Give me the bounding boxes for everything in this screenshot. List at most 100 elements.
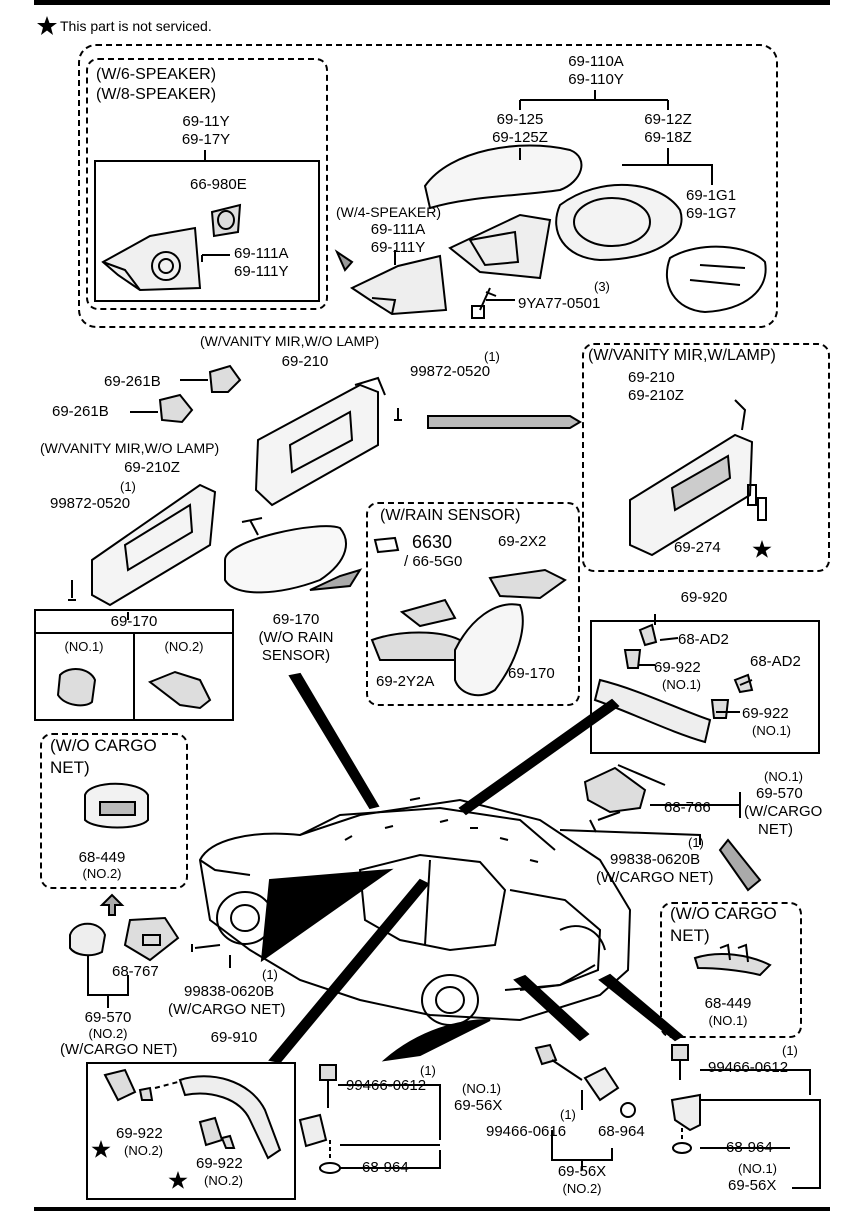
part-69-210-b: 69-210 xyxy=(628,369,675,386)
part-69-922-d: 69-922 xyxy=(196,1155,243,1172)
cargo-hook-no2-drawing xyxy=(84,782,149,829)
no1-56x-c: (NO.1) xyxy=(738,1161,777,1176)
mirror-screw-drawing xyxy=(471,287,497,319)
label-wcargo-d: (W/CARGO NET) xyxy=(60,1041,178,1058)
part-68-964-a: 68-964 xyxy=(362,1159,409,1176)
part-68-AD2-a: 68-AD2 xyxy=(678,631,729,648)
part-69-1G7: 69-1G7 xyxy=(686,205,737,222)
part-99466-0612-c: 99466-0612 xyxy=(708,1059,789,1076)
box-no2: (NO.2) xyxy=(164,639,204,654)
wide-arrow-1 xyxy=(427,415,582,429)
speaker-group-box xyxy=(86,58,328,310)
arrow-hatch-2 xyxy=(309,568,363,591)
part-69-11Y: 69-11Y xyxy=(182,113,230,130)
group-label-w4: (W/4-SPEAKER) xyxy=(336,204,442,220)
qty-1-d: (1) xyxy=(262,967,278,982)
leader-wedge-5 xyxy=(381,1019,491,1062)
part-69-110Y: 69-110Y xyxy=(568,71,624,88)
part-69-570-a: 69-570 xyxy=(756,785,803,802)
part-68-449-a: 68-449 xyxy=(78,849,126,866)
bottom-border xyxy=(34,1207,830,1211)
cargo-lamp-767-drawing xyxy=(69,916,221,962)
part-69-111Y-a: 69-111Y xyxy=(234,263,289,280)
visor-clip-drawings xyxy=(130,364,242,424)
qty-1-b: (1) xyxy=(120,479,136,494)
label-wo-cargo-2b: NET) xyxy=(670,926,710,945)
part-69-125Z: 69-125Z xyxy=(492,129,548,146)
wo-cargo-net-box-2 xyxy=(660,902,802,1038)
rain-sensor-drawing xyxy=(370,536,567,697)
group-label-vanity-w-lamp: (W/VANITY MIR,W/LAMP) xyxy=(588,347,776,364)
part-69-170-box: 69-170 xyxy=(110,613,158,630)
leader-wedge-2 xyxy=(458,698,620,816)
rain-sensor-box xyxy=(366,502,580,706)
label-wo-cargo-1b: NET) xyxy=(50,758,90,777)
sun-visor-lamp-drawing xyxy=(629,399,767,557)
top-border xyxy=(34,0,830,5)
part-69-170-mid: 69-170 xyxy=(272,611,320,628)
no1-922-a: (NO.1) xyxy=(662,677,701,692)
part-69-111Y-b: 69-111Y xyxy=(370,239,426,256)
qty-1-c: (1) xyxy=(688,835,704,850)
cargo-lamp-766-drawing xyxy=(583,764,666,833)
part-6630: 6630 xyxy=(412,532,453,552)
speaker-4-drawing xyxy=(349,254,448,316)
leader-wedge-1 xyxy=(288,672,380,810)
part-69-56X-b: 69-56X xyxy=(557,1163,607,1180)
part-69-111A-a: 69-111A xyxy=(234,245,289,262)
part-66-5G0: / 66-5G0 xyxy=(404,553,463,570)
vehicle-drawing xyxy=(198,797,632,1026)
mirror-170-box-art xyxy=(34,609,234,721)
no1-922-b: (NO.1) xyxy=(752,723,791,738)
part-9YA77-0501: 9YA77-0501 xyxy=(518,295,601,312)
legend-note: This part is not serviced. xyxy=(60,18,212,34)
part-99838-a: 99838-0620B xyxy=(610,851,701,868)
qty-1-a: (1) xyxy=(484,349,500,364)
label-wcargo-b: (W/CARGO NET) xyxy=(596,869,714,886)
grip-910-box xyxy=(86,1062,296,1200)
part-69-2X2: 69-2X2 xyxy=(498,533,547,550)
no1-570: (NO.1) xyxy=(764,769,803,784)
leader-wedge-6 xyxy=(513,974,590,1042)
part-69-261B-2: 69-261B xyxy=(52,403,109,420)
wo-cargo-net-box-1 xyxy=(40,733,188,889)
part-69-910: 69-910 xyxy=(210,1029,258,1046)
qty-3: (3) xyxy=(594,279,610,294)
group-label-vanity-wo-lamp-top: (W/VANITY MIR,W/O LAMP) xyxy=(200,333,380,349)
qty-1-g: (1) xyxy=(782,1043,798,1058)
label-wo-cargo-2a: (W/O CARGO xyxy=(670,904,777,923)
part-68-767: 68-767 xyxy=(112,963,159,980)
group-label-w6: (W/6-SPEAKER) xyxy=(96,66,217,83)
part-69-110A: 69-110A xyxy=(568,53,624,70)
part-69-261B-1: 69-261B xyxy=(104,373,161,390)
assist-grip-910-drawing xyxy=(103,1068,282,1160)
label-wcargo-a: (W/CARGO xyxy=(744,803,823,820)
no2-922-d: (NO.2) xyxy=(204,1173,243,1188)
part-99872-0520-a: 99872-0520 xyxy=(410,363,491,380)
grip-920-box xyxy=(590,620,820,754)
cargo-hook-56x-no1-right-drawing xyxy=(670,1044,701,1154)
arrow-up-icon xyxy=(99,893,125,916)
legend-star-icon xyxy=(37,16,57,35)
arrow-hatch-1 xyxy=(334,249,354,272)
part-69-18Z: 69-18Z xyxy=(644,129,692,146)
part-69-922-b: 69-922 xyxy=(742,705,789,722)
star-icon-grip-1 xyxy=(91,1140,111,1158)
no2-922-c: (NO.2) xyxy=(124,1143,163,1158)
no2-570: (NO.2) xyxy=(88,1026,128,1041)
part-69-170-rain: 69-170 xyxy=(508,665,555,682)
label-wo-rain-1: (W/O RAIN xyxy=(258,629,334,646)
cargo-hook-56x-no2-drawing xyxy=(534,1043,636,1118)
qty-1-f: (1) xyxy=(560,1107,576,1122)
part-69-1G1: 69-1G1 xyxy=(686,187,737,204)
mirror-group-box xyxy=(78,44,778,328)
vanity-lamp-box xyxy=(582,343,830,572)
label-wcargo-c: (W/CARGO NET) xyxy=(168,1001,286,1018)
rearview-mirror-drawing xyxy=(224,517,347,594)
part-68-964-c: 68-964 xyxy=(726,1139,773,1156)
star-icon-vanity xyxy=(752,540,772,558)
part-99872-0520-b: 99872-0520 xyxy=(50,495,131,512)
group-label-w8: (W/8-SPEAKER) xyxy=(96,86,217,103)
part-99838-b: 99838-0620B xyxy=(184,983,275,1000)
part-68-766: 68-766 xyxy=(664,799,711,816)
